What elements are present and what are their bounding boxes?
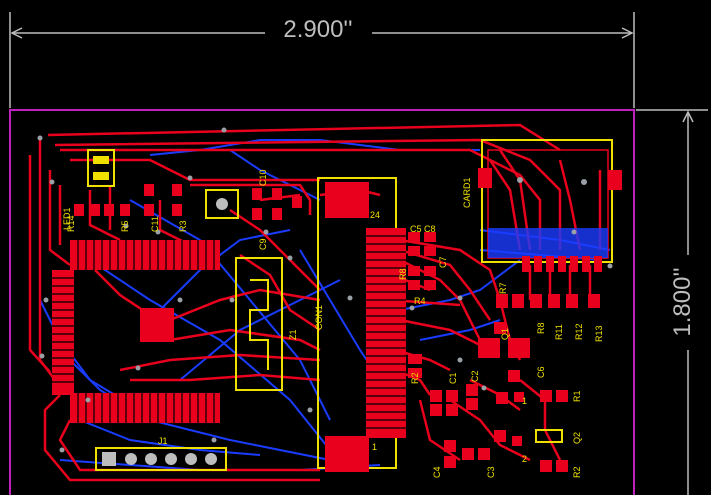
crystal-z1: Z1 bbox=[235, 257, 298, 391]
label-r7: R7 bbox=[498, 282, 508, 294]
label-c6: C6 bbox=[536, 366, 546, 378]
label-q1: Q1 bbox=[500, 328, 510, 340]
label-r13: R13 bbox=[594, 325, 604, 342]
connector-con1-label: CON1 bbox=[314, 305, 324, 330]
label-r4: R4 bbox=[414, 296, 426, 306]
label-r2-bottom: R2 bbox=[572, 466, 582, 478]
height-dimension-label: 1.800'' bbox=[669, 267, 696, 336]
label-c5: C5 bbox=[410, 224, 422, 234]
connector-con1: 24 1 CON1 bbox=[314, 177, 406, 472]
card-slot-label: CARD1 bbox=[462, 177, 472, 208]
label-c11: C11 bbox=[150, 216, 160, 232]
label-c1: C1 bbox=[448, 372, 458, 384]
silkscreen-labels: R14 R5 C11 R3 C10 C9 C5 C8 R8 C7 R4 R7 R… bbox=[66, 169, 604, 478]
led-label: LED1 bbox=[62, 207, 72, 230]
label-c3: C3 bbox=[486, 466, 496, 478]
right-passives bbox=[408, 232, 600, 472]
switch-footprint bbox=[205, 189, 239, 219]
label-q2-pin2: 2 bbox=[522, 454, 527, 464]
label-r5: R5 bbox=[120, 220, 130, 232]
transistor-q2-body bbox=[535, 429, 563, 443]
label-r1: R1 bbox=[572, 390, 582, 402]
board-outline bbox=[9, 109, 635, 495]
label-r11: R11 bbox=[554, 324, 564, 340]
label-r3: R3 bbox=[178, 220, 188, 232]
top-left-passives bbox=[74, 184, 302, 220]
label-r8: R8 bbox=[536, 322, 546, 334]
dimension-width bbox=[9, 12, 635, 108]
label-c7: C7 bbox=[438, 256, 448, 268]
width-dimension-label: 2.900'' bbox=[283, 16, 352, 43]
label-c10: C10 bbox=[258, 169, 268, 186]
label-c9: C9 bbox=[258, 238, 268, 250]
microcontroller-ic bbox=[52, 240, 220, 423]
label-r14: R14 bbox=[66, 215, 76, 232]
connector-pin1-label: 1 bbox=[372, 442, 377, 452]
vias bbox=[37, 127, 613, 453]
label-r2: R2 bbox=[410, 372, 420, 384]
label-c2: C2 bbox=[470, 370, 480, 382]
label-r8-left: R8 bbox=[398, 268, 408, 280]
label-c8: C8 bbox=[424, 224, 436, 234]
microcontroller-pin-gaps bbox=[52, 240, 215, 423]
label-c4: C4 bbox=[432, 466, 442, 478]
card-slot-card1: CARD1 bbox=[462, 139, 622, 263]
card-slot-pins bbox=[522, 256, 602, 272]
connector-pin-gaps bbox=[366, 235, 406, 429]
crystal-z1-label: Z1 bbox=[288, 329, 298, 340]
header-j1-label: J1 bbox=[158, 436, 168, 446]
label-q2-pin1: 1 bbox=[522, 396, 527, 406]
header-j1: J1 bbox=[95, 436, 227, 471]
connector-pin24-label: 24 bbox=[370, 210, 380, 220]
dimension-height bbox=[636, 109, 708, 495]
label-q2: Q2 bbox=[572, 432, 582, 444]
label-r12: R12 bbox=[574, 323, 584, 340]
led1: LED1 bbox=[62, 149, 115, 230]
